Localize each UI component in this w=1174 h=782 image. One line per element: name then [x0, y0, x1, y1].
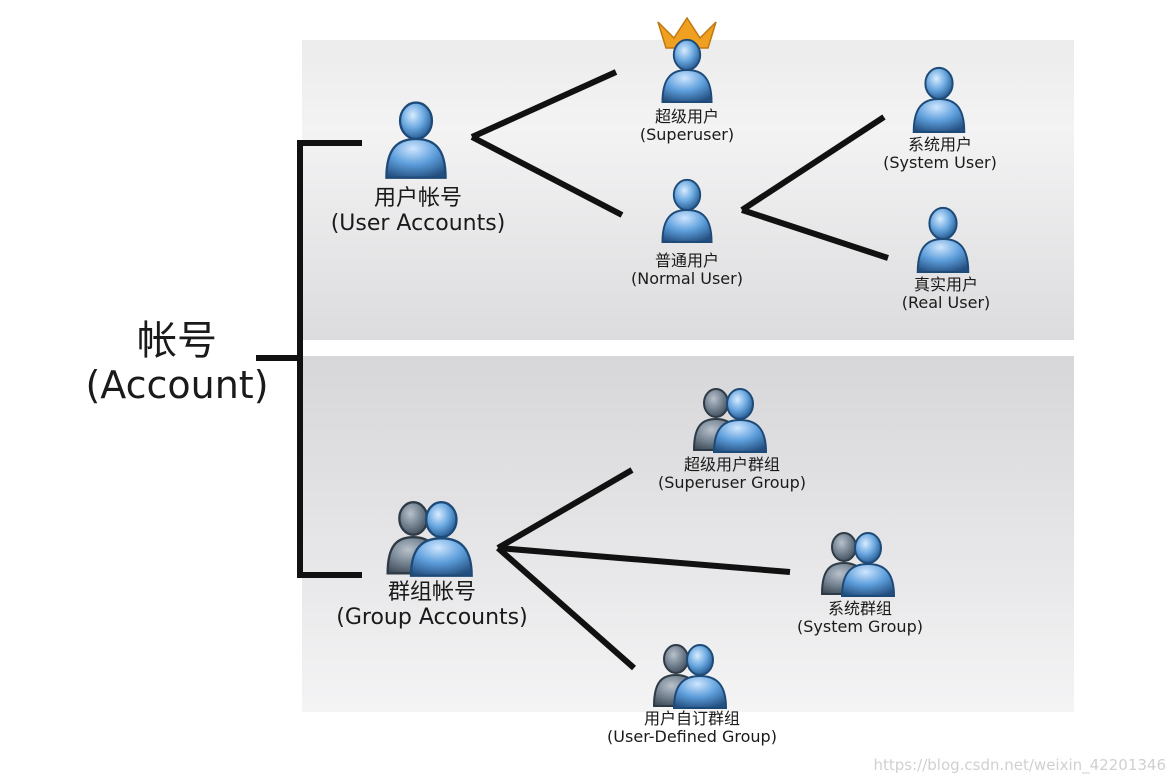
system-user-user-icon: [908, 64, 970, 134]
superuser-group-group-icon: [692, 382, 772, 454]
line-to-system-group: [497, 545, 791, 575]
group-accounts-label: 群组帐号 (Group Accounts): [336, 580, 527, 631]
crown-icon: [657, 16, 717, 49]
line-to-system-user: [740, 114, 886, 213]
superuser-user-icon: [656, 36, 718, 104]
superuser-group-label: 超级用户群组 (Superuser Group): [657, 455, 807, 493]
system-group-label-en: (System Group): [797, 617, 923, 637]
system-user-label-zh: 系统用户: [907, 135, 973, 154]
normal-user-label: 普通用户 (Normal User): [631, 251, 743, 289]
real-user-label-zh: 真实用户: [913, 275, 978, 294]
line-to-superuser-group: [496, 467, 634, 551]
user-accounts-label: 用户帐号 (User Accounts): [331, 186, 506, 237]
group-accounts-group-icon: [382, 494, 482, 578]
user-accounts-label-en: (User Accounts): [330, 211, 506, 237]
normal-user-user-icon: [656, 176, 718, 244]
root-label: 帐号 (Account): [85, 318, 268, 408]
real-user-user-icon: [912, 204, 974, 274]
group-accounts-label-en: (Group Accounts): [336, 605, 528, 631]
user-defined-group-label-zh: 用户自订群组: [643, 709, 741, 728]
user-defined-group-group-icon: [652, 638, 732, 710]
superuser-label-en: (Superuser): [639, 125, 735, 145]
watermark: https://blog.csdn.net/weixin_42201346: [873, 756, 1166, 774]
superuser-label-zh: 超级用户: [654, 107, 720, 126]
line-to-user-defined-group: [496, 545, 636, 671]
superuser-label: 超级用户 (Superuser): [639, 107, 735, 145]
system-user-label: 系统用户 (System User): [883, 135, 997, 173]
line-to-real-user: [741, 207, 889, 261]
normal-user-label-en: (Normal User): [631, 269, 743, 289]
root-label-en: (Account): [85, 363, 269, 407]
system-user-label-en: (System User): [883, 153, 997, 173]
real-user-label: 真实用户 (Real User): [901, 275, 991, 313]
line-to-superuser: [470, 69, 618, 140]
line-to-normal-user: [470, 134, 624, 218]
system-group-label: 系统群组 (System Group): [797, 599, 923, 637]
group-accounts-label-zh: 群组帐号: [387, 580, 476, 605]
root-label-zh: 帐号: [137, 318, 217, 364]
normal-user-label-zh: 普通用户: [654, 251, 719, 270]
real-user-label-en: (Real User): [901, 293, 991, 313]
user-defined-group-label: 用户自订群组 (User-Defined Group): [607, 709, 777, 747]
system-group-group-icon: [820, 526, 900, 598]
user-defined-group-label-en: (User-Defined Group): [607, 727, 777, 747]
superuser-group-label-zh: 超级用户群组: [683, 455, 780, 474]
user-accounts-user-icon: [378, 98, 454, 180]
system-group-label-zh: 系统群组: [827, 599, 893, 618]
superuser-group-label-en: (Superuser Group): [657, 473, 807, 493]
user-accounts-label-zh: 用户帐号: [373, 186, 462, 211]
